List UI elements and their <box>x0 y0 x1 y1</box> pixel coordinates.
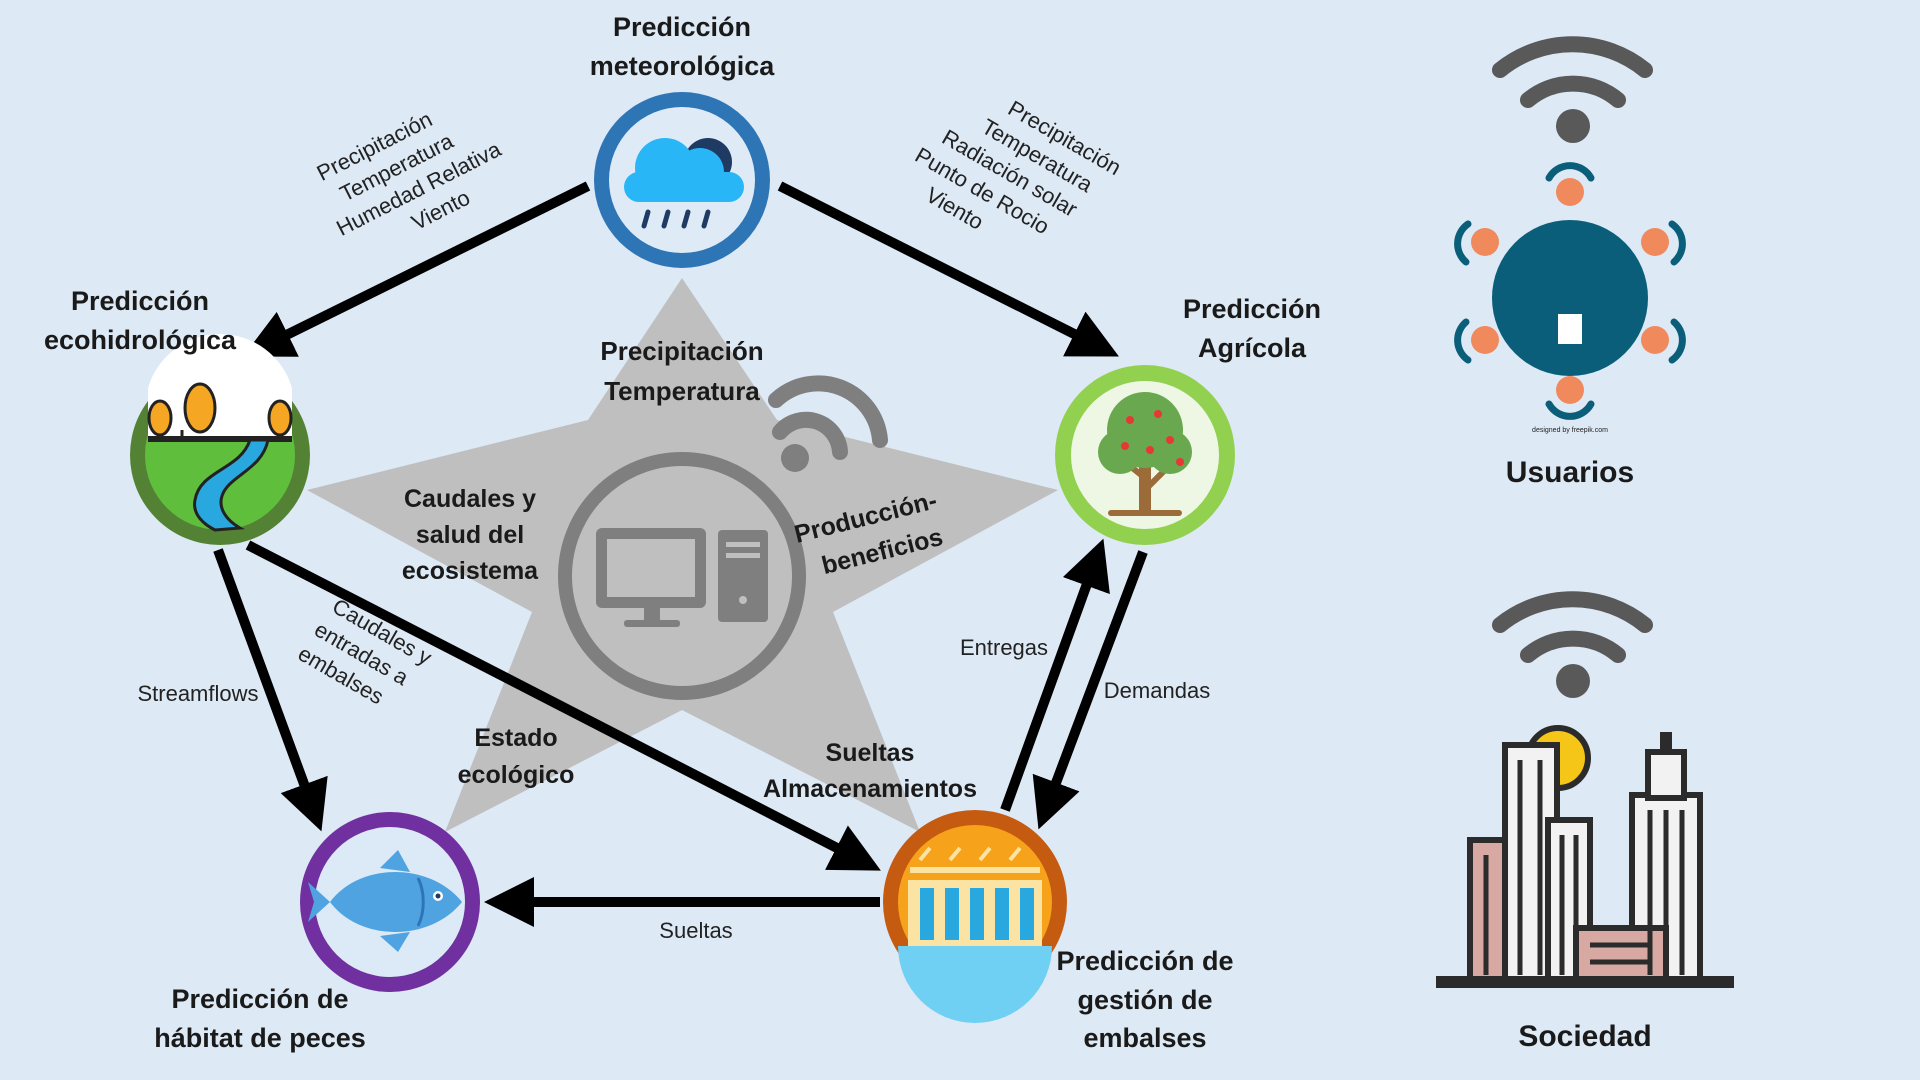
eco-title-line2: ecohidrológica <box>44 325 237 355</box>
node-fish <box>300 812 480 992</box>
node-agri <box>1055 365 1235 545</box>
users-label: Usuarios <box>1506 456 1634 489</box>
tree-icon <box>1098 392 1192 516</box>
star-bottom-left-line2: ecológico <box>458 761 575 789</box>
reservoir-title-line2: gestión de <box>1077 985 1212 1015</box>
fish-title-line2: hábitat de peces <box>154 1023 366 1053</box>
agri-title-line1: Predicción <box>1183 294 1321 324</box>
agri-title-line2: Agrícola <box>1198 333 1307 363</box>
star-bottom-right-line1: Sueltas <box>826 739 915 767</box>
arrow-eco-reservoir <box>245 540 881 871</box>
river-forest-icon <box>147 334 293 532</box>
edge-eco-fish-label: Streamflows <box>137 681 258 706</box>
meteo-title-line2: meteorológica <box>590 51 776 81</box>
arrows <box>213 181 1148 927</box>
star-bottom-left-line1: Estado <box>474 724 557 752</box>
fish-title-line1: Predicción de <box>171 984 348 1014</box>
wifi-icon-users <box>1492 36 1653 143</box>
meteo-title-line1: Predicción <box>613 12 751 42</box>
star-left-line3: ecosistema <box>402 557 539 585</box>
node-meteo <box>594 92 770 268</box>
society-label: Sociedad <box>1518 1020 1651 1053</box>
reservoir-title-line3: embalses <box>1083 1023 1206 1053</box>
edge-sueltas-label: Sueltas <box>659 918 732 943</box>
star-left-line2: salud del <box>416 521 524 549</box>
reservoir-title-line1: Predicción de <box>1056 946 1233 976</box>
edge-demandas-label: Demandas <box>1104 678 1210 703</box>
arrow-meteo-eco <box>243 181 591 357</box>
star-left-line1: Caudales y <box>404 485 536 513</box>
wifi-icon-center <box>768 375 888 472</box>
wifi-icon-society <box>1492 591 1653 698</box>
dam-icon <box>898 846 1052 1023</box>
node-eco <box>130 334 310 545</box>
star-bottom-right-line2: Almacenamientos <box>763 775 977 803</box>
city-buildings-icon <box>1436 725 1734 988</box>
star-top-line1: Precipitación <box>600 336 763 366</box>
computer-icon <box>558 452 806 700</box>
arrow-meteo-agri <box>777 181 1119 357</box>
meeting-table-icon <box>1454 162 1686 420</box>
edge-entregas-label: Entregas <box>960 635 1048 660</box>
star-top-line2: Temperatura <box>604 376 760 406</box>
node-reservoir <box>883 810 1067 1023</box>
arrow-agri-reservoir <box>1032 550 1148 830</box>
arrow-reservoir-agri <box>1000 538 1110 812</box>
freepik-credit: designed by freepik.com <box>1532 427 1608 434</box>
fish-icon <box>308 850 462 952</box>
rain-cloud-icon <box>624 138 744 229</box>
eco-title-line1: Predicción <box>71 286 209 316</box>
arrow-eco-fish <box>213 548 328 832</box>
